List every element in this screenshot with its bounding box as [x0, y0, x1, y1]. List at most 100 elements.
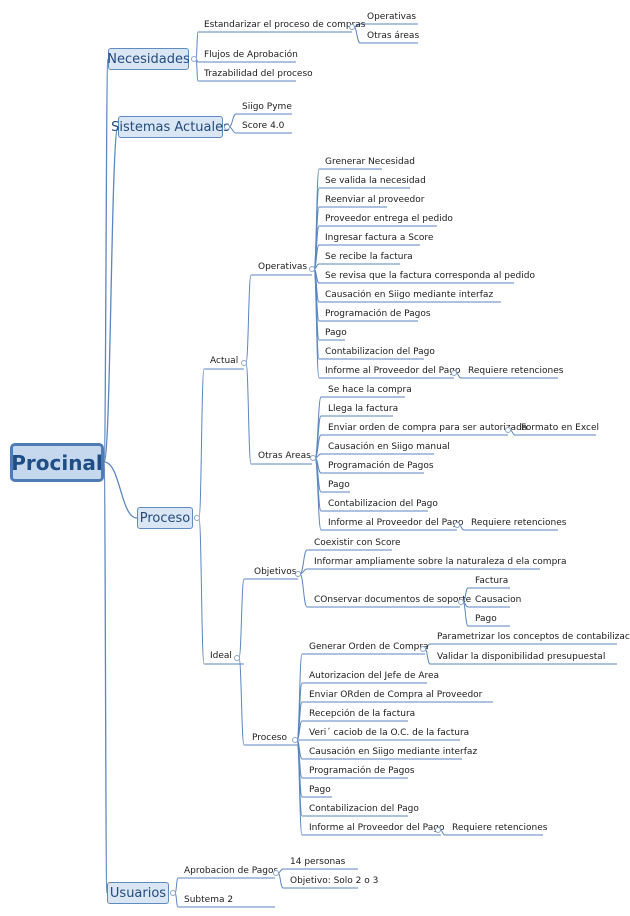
connector-curve [103, 461, 108, 894]
collapse-toggle[interactable] [194, 515, 200, 521]
collapse-toggle[interactable] [241, 360, 247, 366]
collapse-toggle[interactable] [295, 571, 301, 577]
connector-curve [313, 268, 320, 379]
connector-curve [228, 113, 237, 128]
connector-curve [103, 58, 109, 463]
operativas-item[interactable]: Se recibe la factura [325, 252, 413, 262]
collapse-toggle[interactable] [309, 266, 315, 272]
node-requiere-retenciones[interactable]: Requiere retenciones [471, 518, 567, 528]
operativas-item[interactable]: Programación de Pagos [325, 309, 431, 319]
otras-item[interactable]: Llega la factura [328, 404, 399, 414]
operativas-item[interactable]: Informe al Proveedor del Pago [325, 366, 461, 376]
soporte-item[interactable]: Pago [475, 614, 497, 624]
node-requiere-retenciones[interactable]: Requiere retenciones [468, 366, 564, 376]
node-actual[interactable]: Actual [210, 356, 239, 366]
ideal-proceso-item[interactable]: Recepción de la factura [309, 709, 416, 719]
operativas-item[interactable]: Grenerar Necesidad [325, 157, 415, 167]
collapse-toggle[interactable] [170, 890, 176, 896]
otras-item[interactable]: Se hace la compra [328, 385, 412, 395]
node-formato-excel[interactable]: Formato en Excel [521, 423, 600, 433]
objetivos-item[interactable]: Informar ampliamente sobre la naturaleza… [314, 557, 567, 567]
node-operativas-need[interactable]: Operativas [367, 12, 417, 22]
connector-curve [228, 126, 237, 134]
node-objetivos[interactable]: Objetivos [254, 567, 297, 577]
ideal-proceso-item[interactable]: Programación de Pagos [309, 766, 415, 776]
collapse-toggle[interactable] [420, 646, 426, 652]
ideal-proceso-item[interactable]: Pago [309, 785, 331, 795]
node-operativas[interactable]: Operativas [258, 262, 308, 272]
connector-curve [299, 568, 308, 575]
connector-curve [245, 274, 252, 364]
node-score[interactable]: Score 4.0 [242, 121, 285, 131]
root-node-procinal[interactable]: Procinal [10, 443, 104, 482]
connector-curve [238, 578, 245, 659]
generar-item[interactable]: Parametrizar los conceptos de contabiliz… [437, 632, 630, 642]
connector-curve [299, 573, 308, 608]
objetivos-item[interactable]: Coexistir con Score [314, 538, 401, 548]
otras-item[interactable]: Causación en Siigo manual [328, 442, 450, 452]
operativas-item[interactable]: Reenviar al proveedor [325, 195, 425, 205]
collapse-toggle[interactable] [310, 455, 316, 461]
operativas-item[interactable]: Contabilizacion del Pago [325, 347, 435, 357]
collapse-toggle[interactable] [292, 737, 298, 743]
operativas-item[interactable]: Causación en Siigo mediante interfaz [325, 290, 494, 300]
ideal-proceso-item[interactable]: Enviar ORden de Compra al Proveedor [309, 690, 483, 700]
topic-necesidades[interactable]: Necesidades [107, 48, 190, 70]
connector-curve [103, 126, 119, 463]
node-ideal[interactable]: Ideal [210, 651, 232, 661]
collapse-toggle[interactable] [451, 370, 457, 376]
node-otras-areas-need[interactable]: Otras áreas [367, 31, 420, 41]
node-estandarizar[interactable]: Estandarizar el proceso de compras [204, 20, 366, 30]
topic-usuarios[interactable]: Usuarios [107, 882, 169, 904]
operativas-item[interactable]: Se revisa que la factura corresponda al … [325, 271, 535, 281]
ideal-proceso-item[interactable]: Informe al Proveedor del Pago [309, 823, 445, 833]
topic-proceso[interactable]: Proceso [137, 507, 193, 529]
generar-item[interactable]: Validar la disponibilidad presupuestal [437, 652, 606, 662]
collapse-toggle[interactable] [224, 124, 230, 130]
node-trazabilidad[interactable]: Trazabilidad del proceso [204, 69, 313, 79]
soporte-item[interactable]: Causacion [475, 595, 522, 605]
ideal-proceso-item[interactable]: Generar Orden de Compra [309, 642, 429, 652]
ideal-proceso-item[interactable]: Causación en Siigo mediante interfaz [309, 747, 478, 757]
connector-curve [238, 657, 245, 746]
connector-curve [174, 892, 179, 908]
operativas-item[interactable]: Ingresar factura a Score [325, 233, 434, 243]
ideal-proceso-item[interactable]: Contabilizacion del Pago [309, 804, 419, 814]
collapse-toggle[interactable] [505, 427, 511, 433]
aprobacion-item[interactable]: 14 personas [290, 857, 346, 867]
node-flujos[interactable]: Flujos de Aprobación [204, 50, 298, 60]
objetivos-item[interactable]: COnservar documentos de soporte [314, 595, 472, 605]
node-proceso-ideal[interactable]: Proceso [252, 733, 287, 743]
node-requiere-retenciones[interactable]: Requiere retenciones [452, 823, 548, 833]
connector-curve [245, 362, 252, 465]
otras-item[interactable]: Contabilizacion del Pago [328, 499, 438, 509]
node-subtema-2[interactable]: Subtema 2 [184, 895, 234, 905]
operativas-item[interactable]: Proveedor entrega el pedido [325, 214, 453, 224]
soporte-item[interactable]: Factura [475, 576, 509, 586]
connector-curve [195, 31, 199, 60]
connector-curve [198, 517, 205, 665]
node-otras-areas[interactable]: Otras Areas [258, 451, 311, 461]
collapse-toggle[interactable] [191, 56, 197, 62]
operativas-item[interactable]: Pago [325, 328, 347, 338]
ideal-proceso-item[interactable]: Autorizacion del Jefe de Area [309, 671, 440, 681]
otras-item[interactable]: Programación de Pagos [328, 461, 434, 471]
otras-item[interactable]: Enviar orden de compra para ser autoriza… [328, 423, 528, 433]
collapse-toggle[interactable] [454, 522, 460, 528]
collapse-toggle[interactable] [273, 870, 279, 876]
otras-item[interactable]: Pago [328, 480, 350, 490]
collapse-toggle[interactable] [435, 827, 441, 833]
topic-sistemas-actuales[interactable]: Sistemas Actuales [111, 116, 230, 138]
collapse-toggle[interactable] [234, 655, 240, 661]
otras-item[interactable]: Informe al Proveedor del Pago [328, 518, 464, 528]
operativas-item[interactable]: Se valida la necesidad [325, 176, 426, 186]
collapse-toggle[interactable] [458, 599, 464, 605]
connector-curve [296, 739, 303, 836]
connector-curve [103, 461, 138, 519]
collapse-toggle[interactable] [349, 24, 355, 30]
aprobacion-item[interactable]: Objetivo: Solo 2 o 3 [290, 876, 379, 886]
node-siigo-pyme[interactable]: Siigo Pyme [242, 102, 292, 112]
ideal-proceso-item[interactable]: Veri´ caciob de la O.C. de la factura [309, 728, 470, 738]
node-aprobacion-pagos[interactable]: Aprobacion de Pagos [184, 866, 279, 876]
